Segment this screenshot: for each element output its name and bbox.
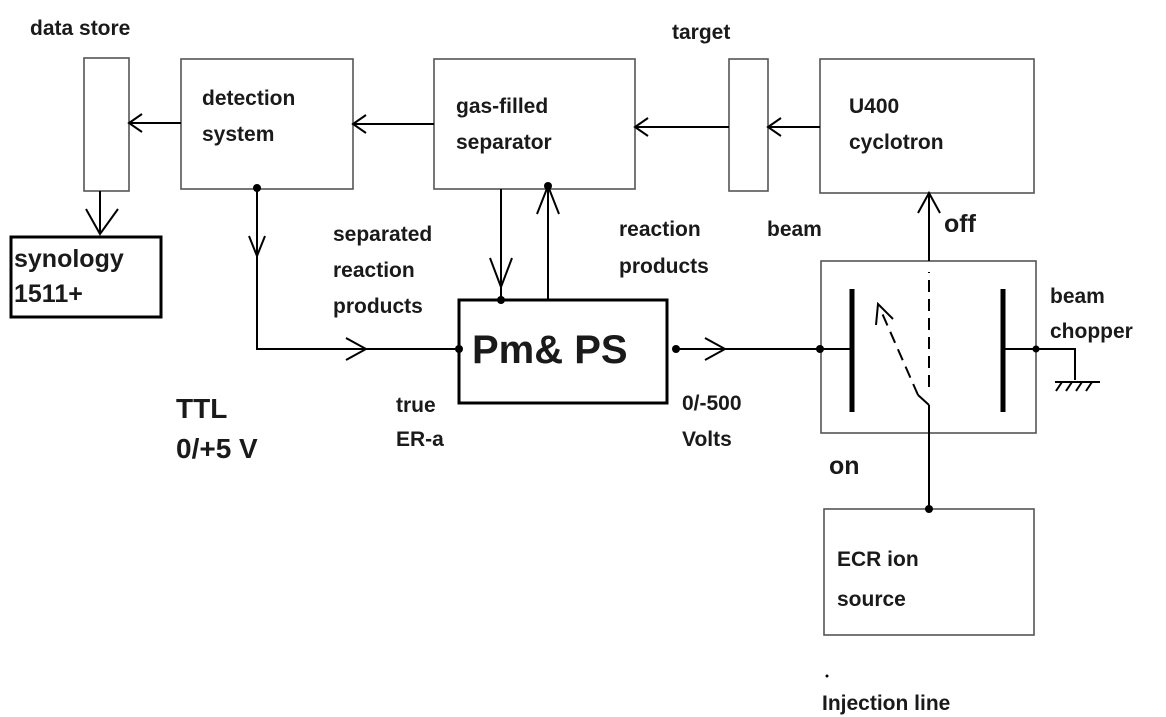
label-separated-2: reaction <box>333 259 415 282</box>
arrow-right-separated <box>345 337 369 361</box>
junction-chopper-right <box>1032 345 1040 353</box>
label-beam-chopper-1: beam <box>1050 285 1105 308</box>
arrow-down-detection <box>248 235 266 259</box>
label-injection-line: Injection line <box>822 692 950 715</box>
label-true-2: ER-a <box>396 428 444 451</box>
ground-hatch-1 <box>1055 381 1063 392</box>
label-separator-2: separator <box>456 131 552 154</box>
synology-box <box>9 235 163 319</box>
link-detection-to-pmps <box>256 188 459 350</box>
label-synology-1: synology <box>14 245 124 273</box>
label-detection-2: system <box>202 123 274 146</box>
junction-ecr-top <box>925 505 933 513</box>
label-pm-ps: Pm& PS <box>472 328 628 372</box>
label-data-store: data store <box>30 17 130 40</box>
ground-hatch-4 <box>1085 381 1093 392</box>
label-separated-3: products <box>333 295 423 318</box>
label-reaction-2: products <box>619 255 709 278</box>
label-cyclotron-2: cyclotron <box>849 131 944 154</box>
arrow-right-volts <box>704 337 728 361</box>
label-cyclotron-1: U400 <box>849 95 899 118</box>
label-target: target <box>672 21 730 44</box>
switch-contact <box>917 394 930 406</box>
label-on: on <box>829 452 860 480</box>
arrow-to-synology <box>85 208 119 236</box>
label-detection-1: detection <box>202 87 295 110</box>
label-separator-1: gas-filled <box>456 95 548 118</box>
arrow-to-detection <box>351 114 367 134</box>
label-ecr-1: ECR ion <box>837 548 919 571</box>
data-store-box <box>83 57 130 192</box>
label-true-1: true <box>396 394 436 417</box>
arrow-down-separator <box>489 257 513 290</box>
gas-filled-separator-box <box>433 58 636 190</box>
junction-separator-bottom <box>544 182 552 190</box>
beam-deflected-dashed <box>881 312 919 396</box>
arrow-to-separator <box>633 117 649 137</box>
label-beam: beam <box>767 218 822 241</box>
junction-pmps-left <box>455 345 463 353</box>
junction-chopper-left <box>816 345 824 353</box>
ground-hatch-3 <box>1075 381 1083 392</box>
label-reaction-1: reaction <box>619 218 701 241</box>
stray-dot <box>825 674 829 678</box>
label-off: off <box>944 210 977 238</box>
target-box <box>728 58 769 192</box>
arrow-to-datastore <box>127 113 143 133</box>
label-ttl-2: 0/+5 V <box>176 433 258 464</box>
arrow-deflected <box>875 301 894 326</box>
ground-hatch-2 <box>1065 381 1073 392</box>
label-ecr-2: source <box>837 588 906 611</box>
label-volts-2: Volts <box>682 428 732 451</box>
junction-pmps-top-left <box>497 296 505 304</box>
link-plate-to-ground <box>1003 348 1076 380</box>
detection-system-box <box>180 58 354 190</box>
arrow-up-cyclotron <box>917 190 941 214</box>
arrow-to-target <box>766 117 782 137</box>
label-beam-chopper-2: chopper <box>1050 320 1133 343</box>
label-ttl-1: TTL <box>176 393 227 424</box>
label-volts-1: 0/-500 <box>682 392 742 415</box>
ecr-ion-source-box <box>823 508 1035 636</box>
label-separated-1: separated <box>333 223 432 246</box>
pm-ps-box <box>457 298 669 405</box>
label-synology-2: 1511+ <box>14 280 83 308</box>
cyclotron-box <box>819 58 1035 194</box>
